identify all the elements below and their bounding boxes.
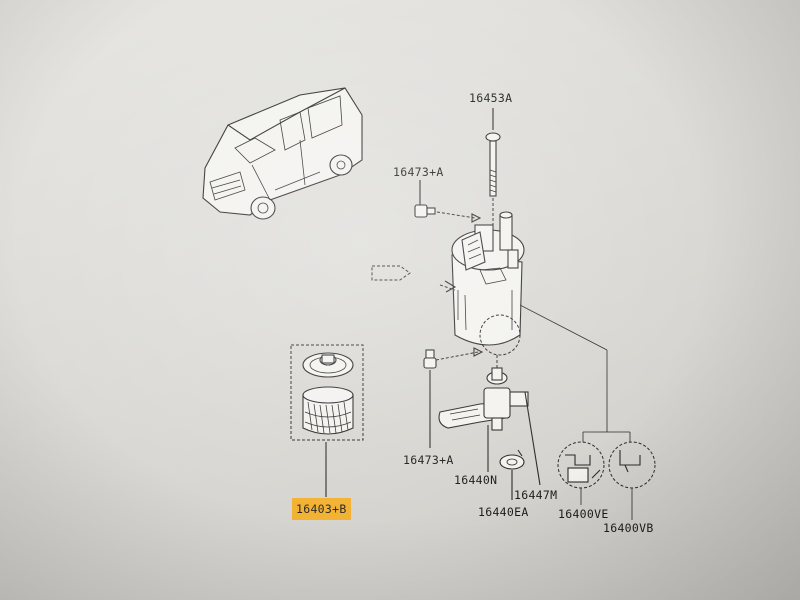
van-icon — [202, 87, 363, 220]
bleed-screw-top — [414, 180, 482, 223]
fuel-filter-housing-icon — [439, 211, 608, 432]
part-label-filter-element-highlighted[interactable]: 16403+B — [292, 498, 351, 520]
bleed-screw-bottom — [423, 347, 484, 448]
connector-details — [557, 431, 656, 520]
part-label-seal[interactable]: 16440EA — [478, 505, 529, 519]
part-label-connector-vb[interactable]: 16400VB — [603, 521, 654, 535]
part-label-bleed-screw-bottom[interactable]: 16473+A — [403, 453, 454, 467]
part-label-screw[interactable]: 16453A — [469, 91, 513, 105]
sensor-assembly — [438, 355, 541, 500]
part-label-bracket[interactable]: 16447M — [514, 488, 558, 502]
callout-box — [371, 265, 411, 281]
part-label-bleed-screw-top[interactable]: 16473+A — [393, 165, 444, 179]
bolt-icon — [485, 108, 501, 228]
filter-element-icon — [290, 344, 364, 497]
part-label-sensor[interactable]: 16440N — [454, 473, 498, 487]
part-label-connector-ve[interactable]: 16400VE — [558, 507, 609, 521]
